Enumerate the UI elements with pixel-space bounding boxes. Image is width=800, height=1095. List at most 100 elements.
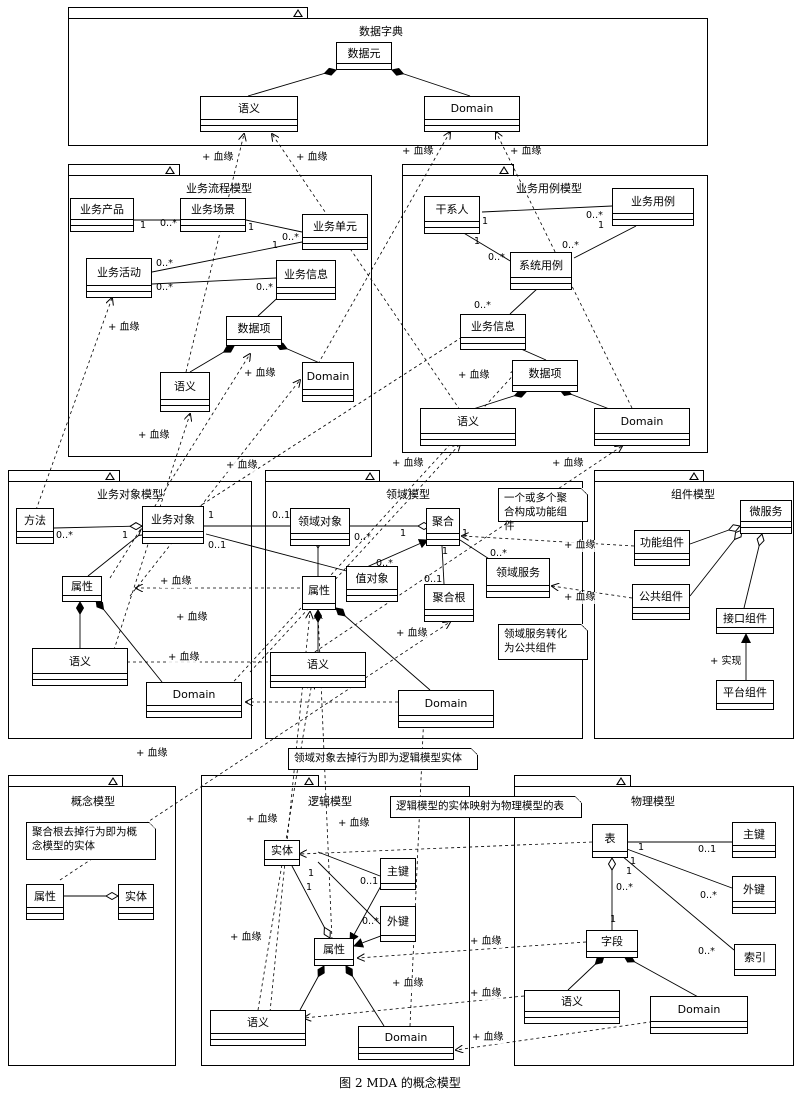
class-semantic[interactable]: 语义 <box>200 96 298 132</box>
class-primary-key[interactable]: 主键 <box>380 858 416 890</box>
class-business-info[interactable]: 业务信息 <box>276 260 336 300</box>
lineage-label: + 血缘 <box>230 932 262 944</box>
class-entity[interactable]: 实体 <box>118 884 154 920</box>
class-entity[interactable]: 实体 <box>264 840 300 866</box>
class-table[interactable]: 表 <box>592 824 628 858</box>
class-business-scene[interactable]: 业务场景 <box>180 198 246 232</box>
class-attribute[interactable]: 属性 <box>26 884 64 920</box>
lineage-label: + 血缘 <box>160 576 192 588</box>
class-function-component[interactable]: 功能组件 <box>634 530 690 566</box>
class-attribute[interactable]: 属性 <box>314 938 354 966</box>
multiplicity: 0..* <box>490 548 507 559</box>
multiplicity: 1 <box>598 220 605 231</box>
lineage-label: + 血缘 <box>396 628 428 640</box>
class-domain-object[interactable]: 领域对象 <box>290 508 350 546</box>
class-business-unit[interactable]: 业务单元 <box>302 214 368 250</box>
multiplicity: 0..* <box>698 946 715 957</box>
lineage-label: + 血缘 <box>138 430 170 442</box>
lineage-label: + 血缘 <box>244 368 276 380</box>
multiplicity: 1 <box>308 868 315 879</box>
multiplicity: 0..* <box>156 282 173 293</box>
lineage-label: + 血缘 <box>136 748 168 760</box>
class-value-object[interactable]: 值对象 <box>346 566 398 602</box>
class-semantic[interactable]: 语义 <box>210 1010 306 1046</box>
package-title: 组件模型 <box>671 488 715 501</box>
class-data-item[interactable]: 数据项 <box>512 360 578 392</box>
package-title: 业务流程模型 <box>186 182 252 195</box>
multiplicity: 1 <box>442 546 449 557</box>
multiplicity: 1 <box>630 856 637 867</box>
multiplicity: 0..* <box>160 218 177 229</box>
class-field[interactable]: 字段 <box>586 930 638 958</box>
class-domain[interactable]: Domain <box>594 408 690 446</box>
class-business-activity[interactable]: 业务活动 <box>86 258 152 298</box>
note-domain-to-logic: 领域对象去掉行为即为逻辑模型实体 <box>288 748 478 770</box>
multiplicity: 0..* <box>56 530 73 541</box>
class-domain[interactable]: Domain <box>424 96 520 132</box>
multiplicity: 1 <box>400 528 407 539</box>
realize-label: + 实现 <box>710 656 742 668</box>
class-domain[interactable]: Domain <box>398 690 494 728</box>
note-aggregate-to-component: 一个或多个聚合构成功能组件 <box>498 488 588 532</box>
class-semantic[interactable]: 语义 <box>160 372 210 412</box>
class-semantic[interactable]: 语义 <box>32 648 128 686</box>
class-domain[interactable]: Domain <box>650 996 748 1034</box>
class-stakeholder[interactable]: 干系人 <box>424 196 480 234</box>
class-interface-component[interactable]: 接口组件 <box>716 608 774 634</box>
class-primary-key[interactable]: 主键 <box>732 822 776 858</box>
class-aggregate[interactable]: 聚合 <box>426 508 460 546</box>
class-business-object[interactable]: 业务对象 <box>142 506 204 544</box>
multiplicity: 0..1 <box>360 876 379 887</box>
class-domain[interactable]: Domain <box>146 682 242 718</box>
class-microservice[interactable]: 微服务 <box>740 500 792 534</box>
note-root-to-concept: 聚合根去掉行为即为概念模型的实体 <box>26 822 156 860</box>
class-index[interactable]: 索引 <box>734 944 776 976</box>
lineage-label: + 血缘 <box>392 978 424 990</box>
multiplicity: 0..* <box>376 558 393 569</box>
lineage-label: + 血缘 <box>470 936 502 948</box>
multiplicity: 0..1 <box>208 540 227 551</box>
multiplicity: 0..* <box>586 210 603 221</box>
class-business-info[interactable]: 业务信息 <box>460 314 526 350</box>
lineage-label: + 血缘 <box>168 652 200 664</box>
class-domain-service[interactable]: 领域服务 <box>486 558 550 598</box>
class-domain[interactable]: Domain <box>302 362 354 402</box>
class-domain[interactable]: Domain <box>358 1026 454 1060</box>
lineage-label: + 血缘 <box>202 152 234 164</box>
lineage-label: + 血缘 <box>552 458 584 470</box>
class-platform-component[interactable]: 平台组件 <box>716 680 774 710</box>
lineage-label: + 血缘 <box>392 458 424 470</box>
class-system-usecase[interactable]: 系统用例 <box>510 252 572 290</box>
multiplicity: 0..* <box>562 240 579 251</box>
multiplicity: 0..* <box>156 258 173 269</box>
class-data-element[interactable]: 数据元 <box>336 42 392 70</box>
class-attribute[interactable]: 属性 <box>302 576 336 610</box>
multiplicity: 0..* <box>700 890 717 901</box>
class-data-item[interactable]: 数据项 <box>226 316 282 346</box>
package-title: 物理模型 <box>631 795 675 808</box>
class-common-component[interactable]: 公共组件 <box>632 584 690 620</box>
class-foreign-key[interactable]: 外键 <box>732 876 776 914</box>
class-foreign-key[interactable]: 外键 <box>380 906 416 942</box>
class-semantic[interactable]: 语义 <box>524 990 620 1024</box>
lineage-label: + 血缘 <box>564 592 596 604</box>
lineage-label: + 血缘 <box>458 370 490 382</box>
package-data-dictionary: 数据字典 <box>68 18 708 146</box>
class-method[interactable]: 方法 <box>16 508 54 544</box>
package-title: 业务用例模型 <box>516 182 582 195</box>
note-service-to-common: 领域服务转化为公共组件 <box>498 624 588 660</box>
class-semantic[interactable]: 语义 <box>270 652 366 688</box>
lineage-label: + 血缘 <box>176 612 208 624</box>
lineage-label: + 血缘 <box>246 814 278 826</box>
class-attribute[interactable]: 属性 <box>62 576 102 602</box>
lineage-label: + 血缘 <box>564 540 596 552</box>
figure-caption: 图 2 MDA 的概念模型 <box>339 1076 461 1090</box>
package-title: 领域模型 <box>386 488 430 501</box>
class-business-usecase[interactable]: 业务用例 <box>612 188 694 226</box>
multiplicity: 0..* <box>474 300 491 311</box>
class-semantic[interactable]: 语义 <box>420 408 516 446</box>
class-aggregate-root[interactable]: 聚合根 <box>424 584 474 622</box>
class-business-product[interactable]: 业务产品 <box>70 198 134 232</box>
multiplicity: 1 <box>122 530 129 541</box>
package-title: 数据字典 <box>359 25 403 38</box>
